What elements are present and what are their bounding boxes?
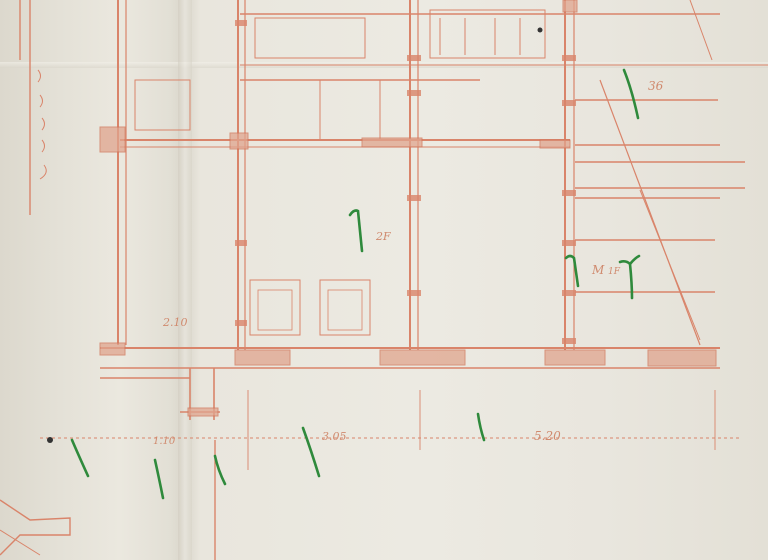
mark-2	[407, 55, 421, 61]
green-check-4-tick	[628, 254, 641, 266]
margin-marks	[37, 69, 47, 180]
dim-label-left: 2.10	[162, 316, 188, 329]
green-check-2	[348, 209, 364, 253]
cabinet-1	[249, 279, 301, 336]
green-check-3	[564, 254, 580, 288]
green-check-7	[213, 454, 227, 486]
wall-block-3	[234, 349, 291, 366]
stair-diagonal-2	[639, 189, 701, 341]
wall-block-4	[379, 349, 466, 366]
green-check-1	[622, 68, 640, 120]
cabinet-2	[319, 279, 371, 336]
mark-3	[407, 90, 421, 96]
dim-label-bottom-left: 1.10	[153, 436, 176, 447]
mark-12	[235, 240, 247, 246]
room-label-right: M	[591, 263, 605, 277]
green-check-9	[476, 412, 486, 442]
stair-diagonal	[599, 79, 701, 346]
dim-label-bottom-center: 3.05	[322, 430, 347, 443]
wall-block-5	[544, 349, 606, 366]
wall-block-6	[647, 349, 717, 367]
wall-block-1	[361, 137, 423, 148]
corner-diagonal	[0, 529, 41, 556]
wall-block-2	[539, 139, 571, 149]
mark-5	[407, 290, 421, 296]
window-top-1	[254, 17, 366, 59]
mark-4	[407, 195, 421, 201]
room-label-upper-right: 36	[648, 79, 664, 93]
corner-detail	[0, 499, 71, 556]
column-block-2	[229, 132, 249, 150]
mark-6	[562, 55, 576, 61]
wall-block-7	[187, 407, 219, 417]
mark-13	[235, 320, 247, 326]
mark-10	[562, 290, 576, 296]
column-block-3	[99, 342, 126, 356]
mark-8	[562, 190, 576, 196]
room-label-right-small: 1F	[608, 267, 621, 277]
dim-label-bottom-right: 5.20	[534, 429, 561, 443]
cabinet-2-inner	[327, 289, 363, 331]
pin-dot-2	[537, 27, 543, 33]
green-check-6	[153, 458, 165, 500]
window-top-2	[429, 9, 546, 59]
green-check-5	[70, 438, 90, 478]
column-block-1	[99, 126, 126, 153]
cabinet-1-inner	[257, 289, 293, 331]
mark-11	[562, 338, 576, 344]
mark-9	[562, 240, 576, 246]
column-block-top	[562, 0, 578, 13]
green-check-8	[301, 426, 321, 478]
window-left-room	[134, 79, 191, 131]
room-label-center: 2F	[375, 230, 391, 243]
pin-dot-1	[47, 437, 53, 443]
stair-top-diagonal	[689, 0, 713, 61]
mark-1	[235, 20, 247, 26]
mark-7	[562, 100, 576, 106]
